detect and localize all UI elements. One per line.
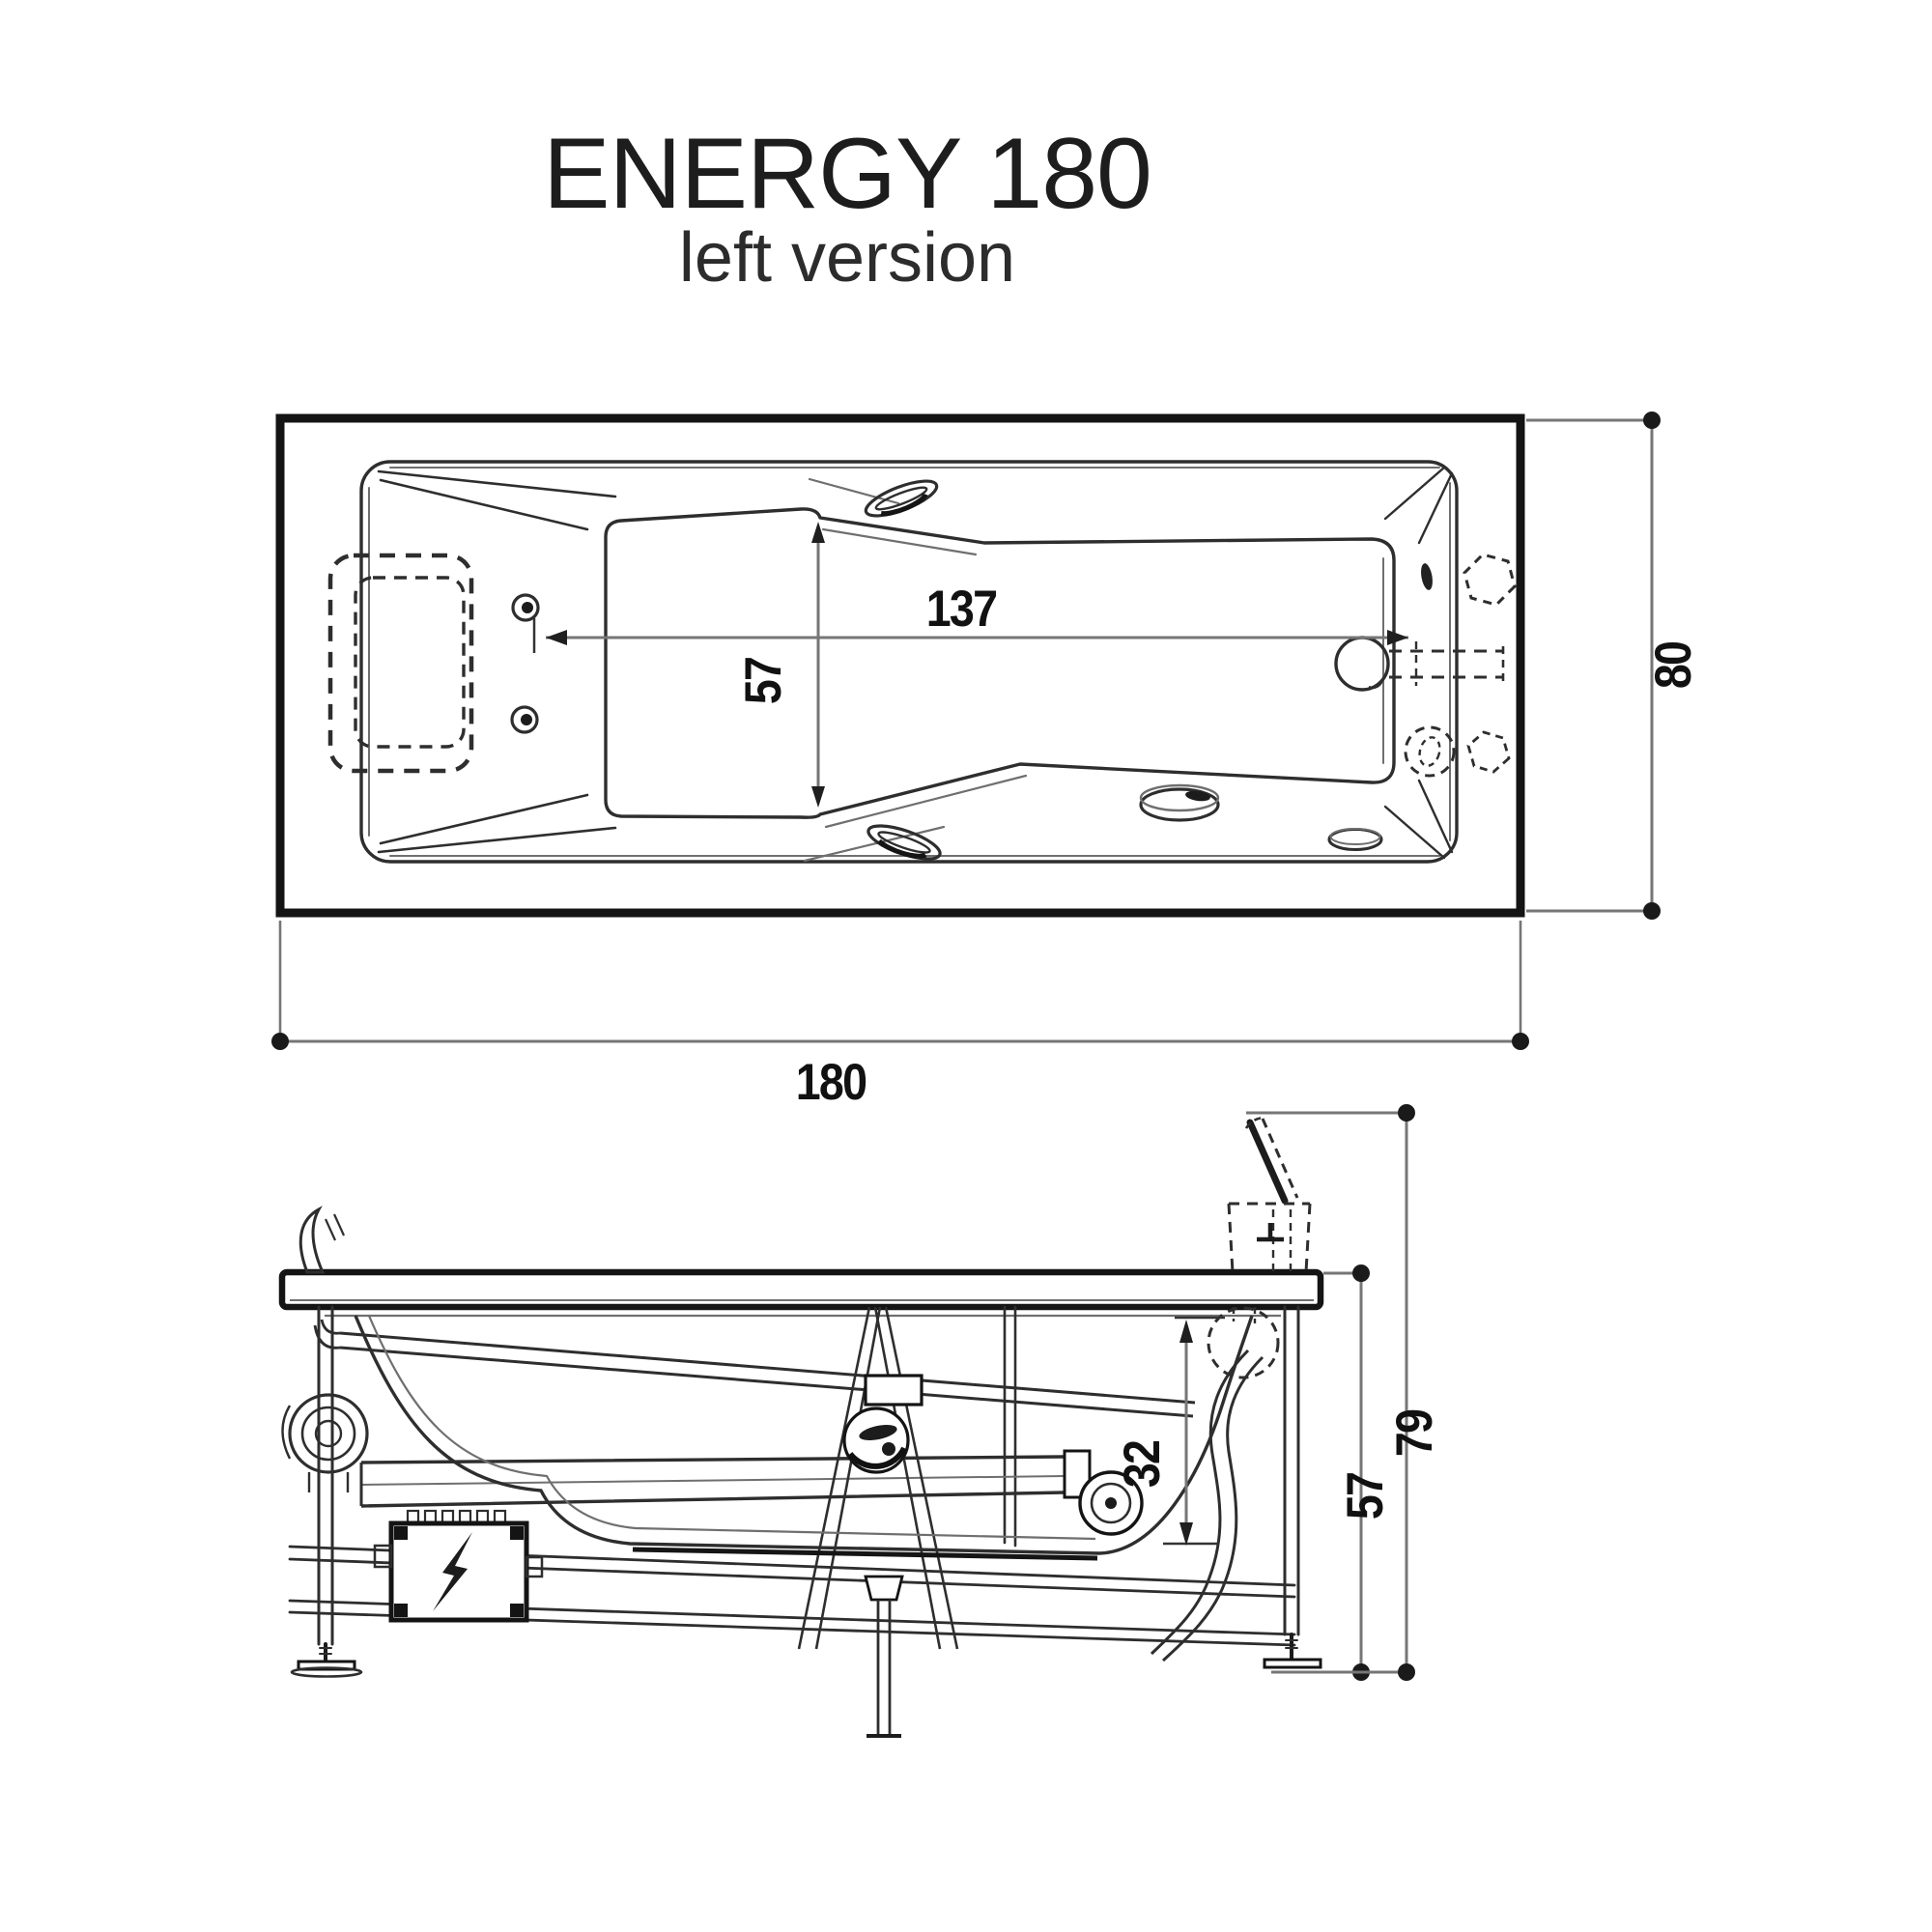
dim-label-79: 79 xyxy=(1385,1410,1442,1457)
pump xyxy=(281,1393,369,1492)
deck-bar xyxy=(278,1268,1324,1318)
pipes xyxy=(313,1319,1196,1536)
dim-137: 137 xyxy=(532,580,1408,653)
arrowhead-down-icon xyxy=(1179,1522,1193,1546)
drain-cap xyxy=(1327,828,1383,851)
tub-shell-profile xyxy=(354,1315,1254,1561)
grab-handles xyxy=(864,479,942,861)
hydro-jets xyxy=(510,593,540,734)
tub-rim xyxy=(359,460,1459,864)
handshower-holder-dashed xyxy=(1404,725,1456,778)
dim-label-180: 180 xyxy=(796,1053,867,1110)
dim-endpoint-dot xyxy=(1512,1033,1529,1050)
a-frame-brace xyxy=(797,1306,959,1650)
dim-label-57-side: 57 xyxy=(1336,1473,1393,1520)
arrowhead-up-icon xyxy=(1179,1320,1193,1343)
top-view: 137 57 80 180 xyxy=(271,412,1702,1111)
arrowhead-up-icon xyxy=(811,522,825,543)
control-knob xyxy=(1139,783,1220,822)
dim-label-32: 32 xyxy=(1113,1441,1170,1488)
dim-endpoint-dot xyxy=(271,1033,289,1050)
check-valve xyxy=(842,1406,910,1474)
arrowhead-right-icon xyxy=(1387,630,1408,645)
dim-endpoint-dot xyxy=(1398,1663,1415,1681)
faucet-side xyxy=(1227,1111,1398,1273)
jet-icon xyxy=(511,593,540,622)
side-view: 32 57 79 xyxy=(278,1104,1443,1738)
electrical-box xyxy=(373,1509,544,1623)
grab-handle xyxy=(864,479,939,518)
dim-80: 80 xyxy=(1526,412,1702,920)
dim-32: 32 xyxy=(1113,1316,1225,1546)
drain-pipe xyxy=(864,1575,904,1738)
overflow-trim xyxy=(298,1206,346,1274)
connector-ribs xyxy=(406,1509,507,1524)
lightning-bolt-icon xyxy=(433,1532,472,1611)
arrowhead-down-icon xyxy=(811,786,825,808)
diverter-knob-dashed xyxy=(1466,730,1511,774)
adjustable-foot xyxy=(290,1642,363,1678)
dim-57-plan: 57 xyxy=(734,522,825,808)
dim-180: 180 xyxy=(271,921,1529,1111)
dim-label-80: 80 xyxy=(1644,642,1701,689)
page-title: ENERGY 180 xyxy=(543,118,1151,230)
tub-interior-basin xyxy=(377,469,1396,863)
dim-57-side: 57 xyxy=(1323,1264,1394,1681)
spout-outline-dashed xyxy=(1389,641,1505,686)
handle-knob-dashed xyxy=(1463,553,1517,607)
faucet-lever xyxy=(1246,1119,1289,1205)
drawing-header: ENERGY 180 left version xyxy=(543,118,1152,297)
pipe-elbow xyxy=(1078,1470,1144,1536)
jet-icon xyxy=(510,705,539,734)
side-jet xyxy=(1421,563,1433,590)
arrowhead-left-icon xyxy=(546,630,567,645)
dim-label-57-plan: 57 xyxy=(734,658,791,704)
dim-endpoint-dot xyxy=(1352,1264,1370,1282)
dim-endpoint-dot xyxy=(1643,412,1661,429)
page-subtitle: left version xyxy=(679,219,1015,297)
dim-endpoint-dot xyxy=(1643,902,1661,920)
deck-fittings xyxy=(1139,553,1517,851)
grab-handle xyxy=(867,824,942,861)
adjustable-foot xyxy=(1263,1633,1322,1669)
dim-79: 79 xyxy=(1271,1104,1443,1681)
dim-endpoint-dot xyxy=(1398,1104,1415,1122)
dim-label-137: 137 xyxy=(926,580,997,637)
headrest xyxy=(327,553,474,774)
hand-shower-hose xyxy=(1150,1306,1280,1662)
